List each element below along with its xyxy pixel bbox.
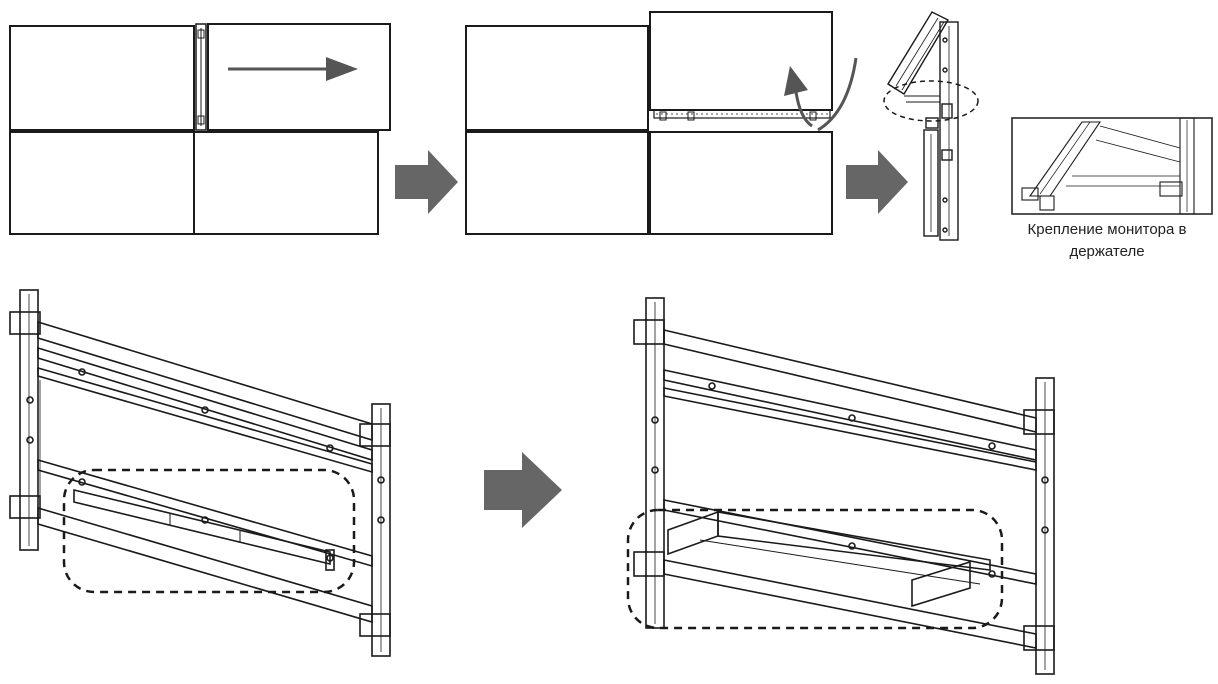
step2-monitor-grid xyxy=(465,11,833,235)
mount-detail xyxy=(1011,117,1213,215)
mount-detail-caption: Крепление монитора в держателе xyxy=(996,219,1218,263)
detail-highlight-ellipse xyxy=(883,80,979,122)
bracket-after xyxy=(633,297,1055,675)
detail-frame xyxy=(1011,117,1213,215)
bracket-before xyxy=(9,289,391,657)
mount-rail xyxy=(653,109,831,119)
monitor-bottom-left xyxy=(465,131,649,235)
highlight-box-after xyxy=(626,508,1004,630)
monitor-bottom-left xyxy=(9,131,195,235)
step1-monitor-grid xyxy=(9,23,391,235)
mount-bracket-strip xyxy=(195,23,207,131)
caption-line-2: держателе xyxy=(1069,243,1145,260)
monitor-top-left xyxy=(9,25,195,131)
slide-right-arrow xyxy=(228,57,358,81)
highlight-box-before xyxy=(62,468,356,594)
caption-line-1: Крепление монитора в xyxy=(1027,221,1187,238)
step-arrow-3 xyxy=(484,452,562,528)
lift-up-arrow xyxy=(784,57,858,132)
step-arrow-2 xyxy=(846,150,908,214)
monitor-top-left xyxy=(465,25,649,131)
monitor-top-right-lifted xyxy=(649,11,833,111)
monitor-bottom-right xyxy=(193,131,379,235)
monitor-top-right-sliding xyxy=(207,23,391,131)
monitor-bottom-right xyxy=(649,131,833,235)
side-view-mount xyxy=(887,11,959,241)
step-arrow-1 xyxy=(395,150,458,214)
